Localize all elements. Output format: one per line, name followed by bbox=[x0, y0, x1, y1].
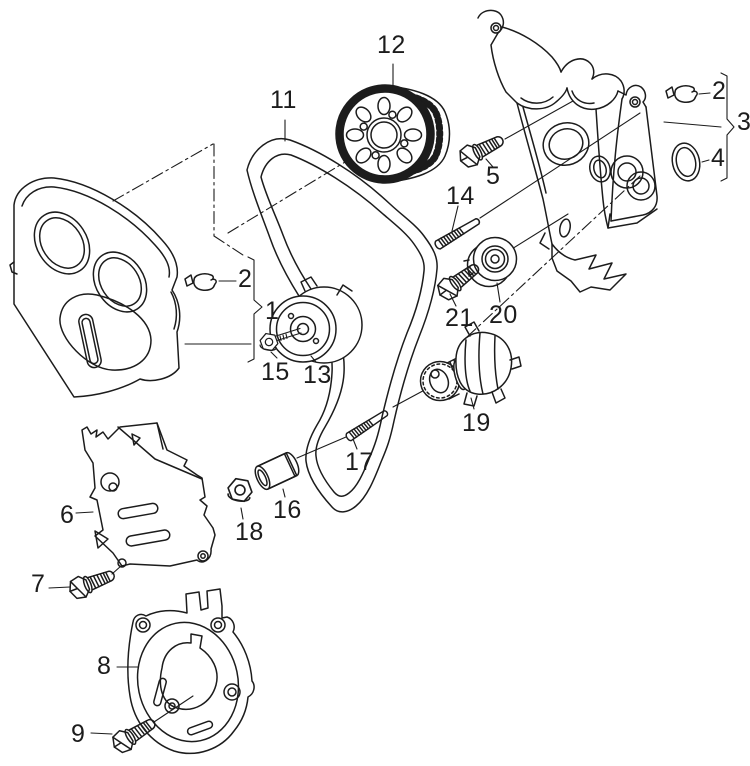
bolt-7-drawing bbox=[65, 563, 119, 603]
callout-3[interactable]: 3 bbox=[737, 108, 750, 136]
spacer-sleeve-drawing bbox=[254, 451, 300, 491]
callout-8[interactable]: 8 bbox=[97, 652, 112, 680]
lower-cover-drawing bbox=[81, 422, 216, 568]
callout-12[interactable]: 12 bbox=[377, 31, 406, 59]
callout-1[interactable]: 1 bbox=[265, 297, 280, 325]
callout-21[interactable]: 21 bbox=[445, 304, 474, 332]
callout-18[interactable]: 18 bbox=[235, 518, 264, 546]
callout-20[interactable]: 20 bbox=[489, 301, 518, 329]
callout-14[interactable]: 14 bbox=[446, 182, 475, 210]
callout-2-left[interactable]: 2 bbox=[238, 265, 253, 293]
callout-13[interactable]: 13 bbox=[303, 361, 332, 389]
callout-7[interactable]: 7 bbox=[31, 570, 46, 598]
camshaft-gear-drawing bbox=[335, 84, 451, 184]
callout-15[interactable]: 15 bbox=[261, 358, 290, 386]
callout-5[interactable]: 5 bbox=[486, 162, 501, 190]
idler-roller-drawing bbox=[463, 236, 518, 288]
stud-14-drawing bbox=[433, 215, 482, 251]
callout-4[interactable]: 4 bbox=[711, 144, 726, 172]
callout-16[interactable]: 16 bbox=[273, 496, 302, 524]
leader-lines bbox=[48, 63, 722, 735]
coolant-pump-drawing bbox=[419, 321, 522, 407]
rear-timing-cover-drawing bbox=[477, 9, 658, 293]
callout-2-right[interactable]: 2 bbox=[712, 77, 727, 105]
bolt-9-drawing bbox=[107, 711, 161, 758]
callout-17[interactable]: 17 bbox=[345, 448, 374, 476]
callout-9[interactable]: 9 bbox=[71, 720, 86, 748]
tensioner-pulley-drawing bbox=[269, 276, 363, 364]
front-upper-cover-drawing bbox=[9, 177, 181, 398]
clip-left-drawing bbox=[184, 273, 217, 292]
assembly-axis-lines bbox=[111, 100, 641, 723]
brace-group-3 bbox=[720, 72, 735, 182]
clip-right-drawing bbox=[665, 85, 698, 104]
callout-19[interactable]: 19 bbox=[462, 409, 491, 437]
nut-18-drawing bbox=[225, 476, 255, 504]
brace-group-1 bbox=[247, 256, 263, 363]
sealing-plug-drawing bbox=[671, 142, 701, 182]
sealing-flange-drawing bbox=[127, 588, 255, 755]
callout-11[interactable]: 11 bbox=[270, 86, 297, 114]
callout-6[interactable]: 6 bbox=[60, 501, 75, 529]
